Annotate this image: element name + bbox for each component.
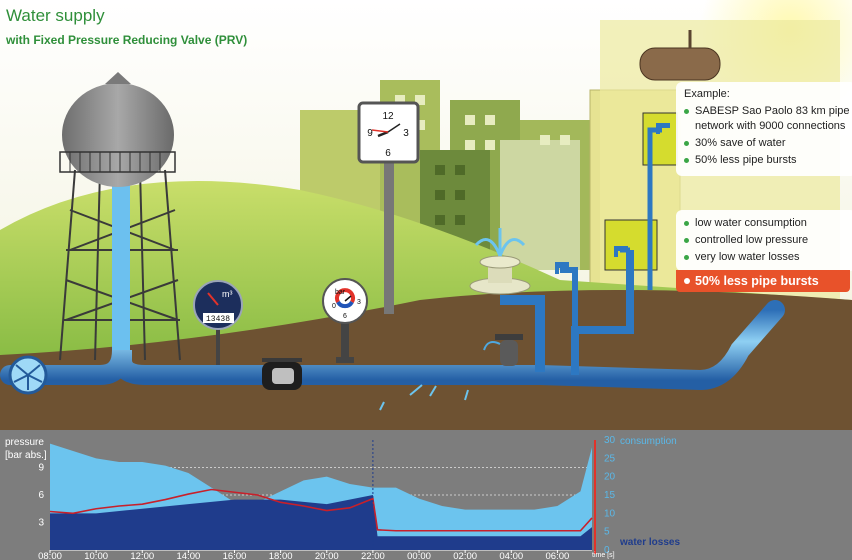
example-item: 30% save of water (684, 136, 850, 151)
x-tick-label: 12:00 (130, 551, 154, 560)
x-tick-label: 14:00 (176, 551, 200, 560)
example-info-box: Example: SABESP Sao Paolo 83 km pipe net… (676, 82, 852, 176)
prv-valve (262, 358, 302, 390)
pump (8, 355, 48, 395)
feature-item: controlled low pressure (684, 233, 850, 248)
bullet-icon (684, 278, 690, 284)
water-meter (193, 280, 243, 365)
y-axis-unit: [bar abs.] (5, 450, 47, 461)
gauge-unit: bar (335, 289, 346, 296)
page-title: Water supply (6, 6, 105, 25)
pressure-consumption-chart: 3 6 9 0 5 10 15 20 25 30 08:00 10:00 12:00 14:00 16:00… (0, 430, 852, 560)
bullet-icon (684, 255, 689, 260)
underground (0, 290, 852, 430)
bullet-icon (684, 158, 689, 163)
x-tick-label: 02:00 (453, 551, 477, 560)
gauge-label-3: 3 (357, 299, 361, 306)
page-subtitle: with Fixed Pressure Reducing Valve (PRV) (6, 33, 248, 47)
clock-label-12: 12 (382, 111, 394, 122)
x-tick-label: 04:00 (499, 551, 523, 560)
example-item: 50% less pipe bursts (684, 153, 850, 168)
chart-series (49, 440, 593, 550)
example-heading: Example: (684, 88, 730, 100)
x-tick-label: 18:00 (269, 551, 293, 560)
meter-unit: m³ (222, 289, 233, 299)
bullet-icon (684, 221, 689, 226)
water-losses-label: water losses (619, 537, 680, 548)
consumption-label: consumption (620, 436, 677, 447)
gauge-label-6: 6 (343, 313, 347, 320)
x-tick-label: 08:00 (38, 551, 62, 560)
y-tick-label: 9 (38, 463, 44, 474)
y2-tick-label: 10 (604, 508, 616, 519)
clock-label-6: 6 (385, 148, 391, 159)
feature-item: low water consumption (684, 216, 850, 231)
y-tick-label: 3 (38, 518, 44, 529)
x-tick-label: 22:00 (361, 551, 385, 560)
fountain (469, 228, 531, 295)
bullet-icon (684, 109, 689, 114)
y2-tick-label: 15 (604, 490, 616, 501)
y2-tick-label: 5 (604, 527, 610, 538)
pipe-network (0, 127, 852, 391)
gauge-label-0: 0 (332, 303, 336, 310)
street-clock (357, 101, 420, 314)
example-item: SABESP Sao Paolo 83 km pipe network with… (684, 104, 850, 134)
y2-tick-label: 20 (604, 472, 616, 483)
y2-tick-label: 30 (604, 435, 616, 446)
features-info-box: low water consumption controlled low pre… (676, 210, 852, 271)
x-tick-label: 20:00 (315, 551, 339, 560)
chart-labels: 3 6 9 0 5 10 15 20 25 30 08:00 10:00 12:00 14:00 16:00… (38, 435, 615, 560)
y-axis-label: pressure (5, 437, 44, 448)
bullet-icon (684, 238, 689, 243)
meter-reading: 13438 (206, 315, 230, 324)
pressure-line (49, 488, 593, 532)
y-tick-label: 6 (38, 490, 44, 501)
pressure-gauge (322, 278, 368, 363)
clock-label-9: 9 (367, 128, 373, 139)
x-tick-label: 10:00 (84, 551, 108, 560)
water-losses-area (50, 495, 592, 550)
hydrant (483, 334, 523, 366)
x-tick-label: 16:00 (223, 551, 247, 560)
x-tick-label: 00:00 (407, 551, 431, 560)
water-tower (59, 72, 181, 370)
feature-item: very low water losses (684, 250, 850, 265)
highlight-banner: 50% less pipe bursts (676, 270, 850, 292)
y2-tick-label: 0 (604, 545, 610, 556)
pipe-leaks (379, 384, 469, 411)
bullet-icon (684, 141, 689, 146)
rooftop-tank (639, 47, 721, 81)
x-axis-label: time [s] (592, 552, 615, 559)
x-tick-label: 06:00 (546, 551, 570, 560)
y2-tick-label: 25 (604, 453, 616, 464)
tap-icon (555, 123, 670, 274)
clock-label-3: 3 (403, 128, 409, 139)
